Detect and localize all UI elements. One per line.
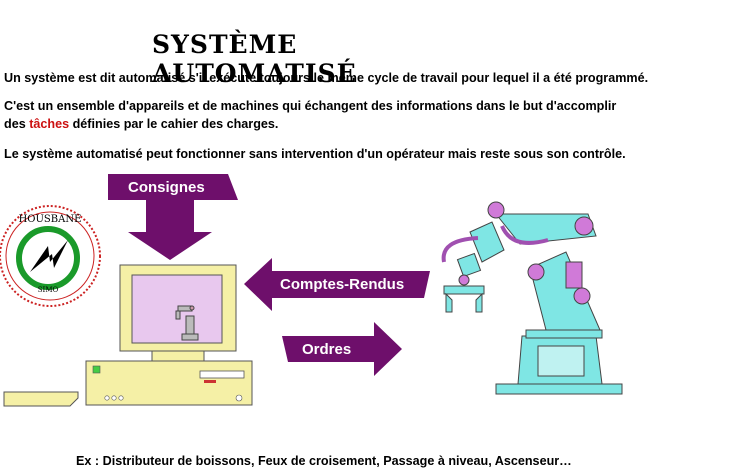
highlight-taches: tâches: [29, 117, 70, 131]
consignes-label: Consignes: [128, 179, 205, 196]
logo-ring-text: HOUSBANE: [19, 214, 82, 225]
page-title: SYSTÈME AUTOMATISÉ: [152, 30, 357, 88]
comptes-rendus-label: Comptes-Rendus: [280, 276, 405, 293]
robot-arm: [441, 201, 623, 395]
examples-line: Ex : Distributeur de boissons, Feux de c…: [76, 454, 572, 468]
keyboard: [3, 391, 79, 407]
comptes-rendus-arrow: [244, 258, 430, 311]
housbane-logo: [0, 205, 101, 307]
description-line-1: C'est un ensemble d'appareils et de mach…: [4, 99, 617, 113]
description-line-2-prefix: des: [4, 117, 30, 131]
logo-bottom-text: SIMO: [38, 286, 59, 294]
ordres-arrow: [282, 322, 402, 376]
description-line-2-suffix: définies par le cahier des charges.: [69, 117, 279, 131]
computer-base: [85, 360, 253, 406]
monitor-stand: [151, 350, 205, 362]
control-paragraph: Le système automatisé peut fonctionner s…: [4, 147, 626, 161]
definition-paragraph: Un système est dit automatisé s'il exécu…: [4, 71, 649, 85]
ordres-label: Ordres: [302, 341, 352, 358]
consignes-arrow: [108, 174, 238, 260]
description-paragraph: C'est un ensemble d'appareils et de mach…: [4, 97, 730, 133]
monitor-screen: [131, 274, 223, 344]
computer: [3, 264, 253, 407]
